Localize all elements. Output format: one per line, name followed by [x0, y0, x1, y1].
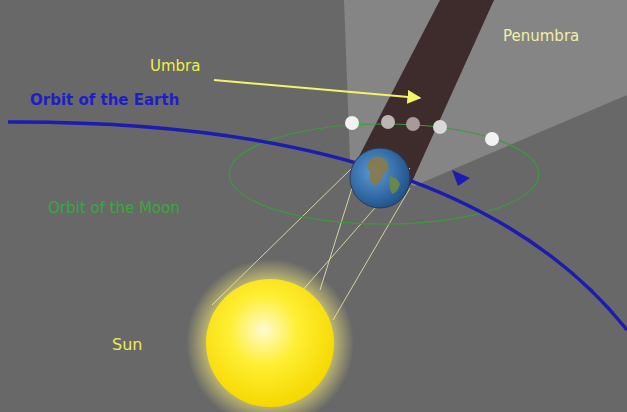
earth: [350, 148, 410, 208]
sun-glow: [186, 259, 354, 412]
region-label: Umbra: [150, 58, 200, 75]
orbit-label: Orbit of the Earth: [30, 92, 179, 109]
umbra-region: [354, 0, 494, 186]
moon-orbit: [229, 124, 539, 224]
orbit-label: Orbit of the Moon: [48, 200, 180, 217]
moon-positions: [345, 115, 499, 146]
leader-line: [214, 80, 420, 98]
region-label: Penumbra: [503, 28, 579, 45]
body-label: Sun: [112, 336, 142, 354]
earth-orbit-arrow: [452, 170, 470, 186]
sun: [206, 279, 334, 407]
